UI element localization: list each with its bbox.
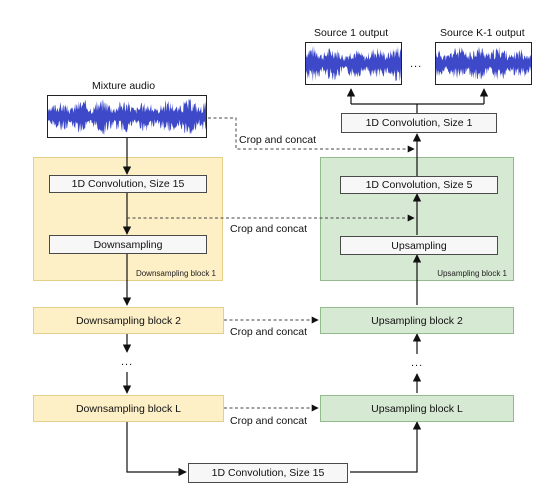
downsampling-label: Downsampling [93,238,163,251]
mixture-waveform-fill [48,98,206,135]
conv-size-15-box: 1D Convolution, Size 15 [49,175,207,193]
source-k-1-output-label: Source K-1 output [440,27,525,39]
source-k-1-output-waveform [435,42,532,85]
conv-size-15-label: 1D Convolution, Size 15 [71,178,185,190]
upsampling-block-l-label: Upsampling block L [371,402,463,415]
source-1-output-waveform [305,42,402,85]
source-1-output-label: Source 1 output [314,27,389,39]
mixture-audio-waveform [47,95,207,138]
mixture-audio-label: Mixture audio [92,80,156,92]
downsampling-block-l-box: Downsampling block L [33,395,224,422]
conv-size-5-box: 1D Convolution, Size 5 [340,176,498,194]
crop-and-concat-label-block-1: Crop and concat [230,223,308,235]
left-ellipsis: ... [121,356,134,368]
source-k-1-waveform-svg [436,46,531,81]
upsampling-block-1-label: Upsampling block 1 [437,269,507,278]
arrow-blockL-to-bottleneck [126,421,187,477]
arrow-bottleneck-to-upL [350,421,422,473]
mixture-waveform-svg [48,98,206,135]
upsampling-block-2-box: Upsampling block 2 [320,307,514,334]
final-conv-size-1-box: 1D Convolution, Size 1 [341,113,497,133]
downsampling-block-2-label: Downsampling block 2 [75,314,182,327]
crop-and-concat-label-block-l: Crop and concat [230,415,308,427]
source-1-waveform-fill [306,45,401,82]
final-conv-label: 1D Convolution, Size 1 [365,117,473,129]
crop-and-concat-label-input: Crop and concat [239,134,317,146]
upsampling-block-l-box: Upsampling block L [320,395,514,422]
downsampling-block-l-label: Downsampling block L [75,402,182,415]
outputs-ellipsis: ... [410,58,423,70]
upsampling-block-2-label: Upsampling block 2 [371,314,463,327]
downsampling-block-1-label: Downsampling block 1 [135,269,216,278]
skip-input-to-output [208,117,415,153]
upsampling-box: Upsampling [340,236,498,255]
conv-size-5-label: 1D Convolution, Size 5 [365,179,473,191]
bottleneck-conv-label: 1D Convolution, Size 15 [211,467,325,479]
crop-and-concat-label-block-2: Crop and concat [230,326,308,338]
downsampling-block-2-box: Downsampling block 2 [33,307,224,334]
source-k-1-waveform-fill [436,46,531,81]
right-ellipsis: ... [411,357,424,369]
bottleneck-conv-box: 1D Convolution, Size 15 [188,463,348,483]
downsampling-box: Downsampling [49,235,207,254]
upsampling-label: Upsampling [391,239,447,252]
source-1-waveform-svg [306,45,401,82]
